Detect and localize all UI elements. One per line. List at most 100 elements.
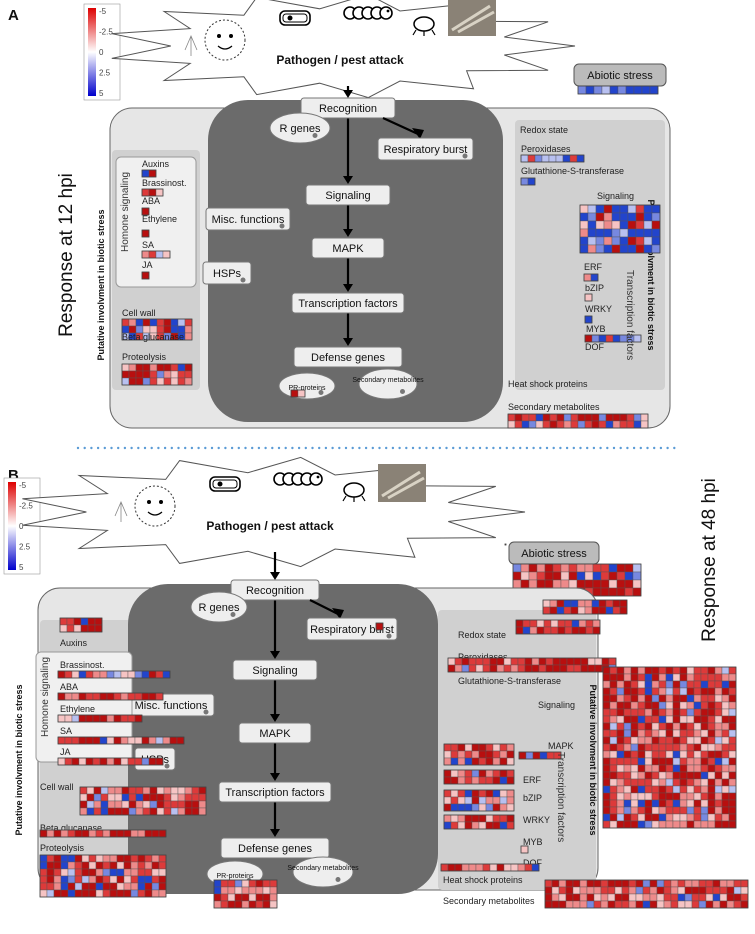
heatmap-cell [39,854,48,863]
heatmap-cell [163,786,172,795]
heatmap-cell [637,750,646,759]
heatmap-cell [728,701,737,710]
heatmap-cell [568,563,578,573]
heatmap-cell [602,813,611,822]
heatmap-cell [665,806,674,815]
bin-dot [318,390,324,395]
heatmap-cell [679,729,688,738]
heatmap-cell [602,701,611,710]
side-label: Secondary metabolites [287,865,359,872]
heatmap-cell [64,757,73,766]
heatmap-cell [686,799,695,808]
heatmap-cell [544,900,553,909]
heatmap-cell [628,879,637,888]
heatmap-cell [635,212,645,222]
heatmap-cell [496,657,505,666]
heatmap-cell [663,900,672,909]
heatmap-cell [127,692,136,701]
right-label: MYB [523,837,543,847]
separator-dot [150,446,153,450]
heatmap-cell [658,722,667,731]
heatmap-cell [609,722,618,731]
heatmap-cell [623,806,632,815]
heatmap-cell [602,666,611,675]
heatmap-cell [592,626,601,635]
heatmap-cell [528,420,537,429]
heatmap-cell [665,680,674,689]
heatmap-cell [550,619,559,628]
heatmap-cell [155,736,164,745]
heatmap-cell [587,236,597,246]
heatmap-frame [375,622,384,631]
heatmap-cell [116,882,125,891]
heatmap-cell [707,673,716,682]
right-label: ERF [523,775,542,785]
heatmap-cell [595,228,605,238]
heatmap-cell [543,619,552,628]
heatmap-cell [151,875,160,884]
heatmap-cell [528,563,538,573]
right-label: DOF [523,858,543,868]
heatmap-block [213,879,278,909]
heatmap-cell [623,687,632,696]
heatmap-cell [627,212,637,222]
heatmap-cell [714,680,723,689]
heatmap-block [57,692,164,701]
heatmap-cell [616,799,625,808]
heatmap-cell [163,370,172,379]
heatmap-cell [632,571,642,581]
heatmap-cell [46,854,55,863]
heatmap-cell [672,680,681,689]
legend-tick: 0 [19,522,24,531]
photo-stems [381,470,425,500]
heatmap-cell [693,715,702,724]
heatmap-cell [616,687,625,696]
heatmap-cell [686,729,695,738]
heatmap-cell [714,806,723,815]
heatmap-cell [728,694,737,703]
heatmap-cell [551,886,560,895]
heatmap-cell [95,875,104,884]
heatmap-frame [515,619,601,635]
heatmap-cell [658,806,667,815]
heatmap-cell [721,736,730,745]
heatmap-cell [151,882,160,891]
attack-arrowhead [343,90,353,98]
flow-arrowhead [343,229,353,237]
heatmap-cell [609,85,619,95]
heatmap-cell [100,793,109,802]
heatmap-cell [627,244,637,254]
heatmap-cell [67,875,76,884]
heatmap-cell [558,900,567,909]
right-label: DOF [585,342,605,352]
heatmap-cell [707,750,716,759]
heatmap-block [57,736,185,745]
heatmap-cell [656,879,665,888]
heatmap-cell [630,701,639,710]
separator-dot [391,446,395,450]
heatmap-cell [158,829,167,838]
heatmap-cell [177,377,186,386]
heatmap-cell [471,796,480,805]
heatmap-cell [549,420,558,429]
heatmap-cell [698,879,707,888]
heatmap-cell [623,743,632,752]
heatmap-cell [672,785,681,794]
heatmap-cell [109,861,118,870]
heatmap-cell [632,587,642,597]
bin-dot [164,763,170,769]
heatmap-cell [637,694,646,703]
heatmap-cell [506,821,515,830]
heatmap-cell [92,736,101,745]
heatmap-cell [600,886,609,895]
heatmap-cell [170,800,179,809]
heatmap-cell [672,673,681,682]
heatmap-cell [630,792,639,801]
heatmap-cell [113,736,122,745]
heatmap-cell [120,714,129,723]
heatmap-cell [726,886,735,895]
heatmap-cell [616,715,625,724]
side-label: Secondary metabolites [352,377,424,384]
heatmap-cell [686,764,695,773]
heatmap-cell [141,188,150,197]
